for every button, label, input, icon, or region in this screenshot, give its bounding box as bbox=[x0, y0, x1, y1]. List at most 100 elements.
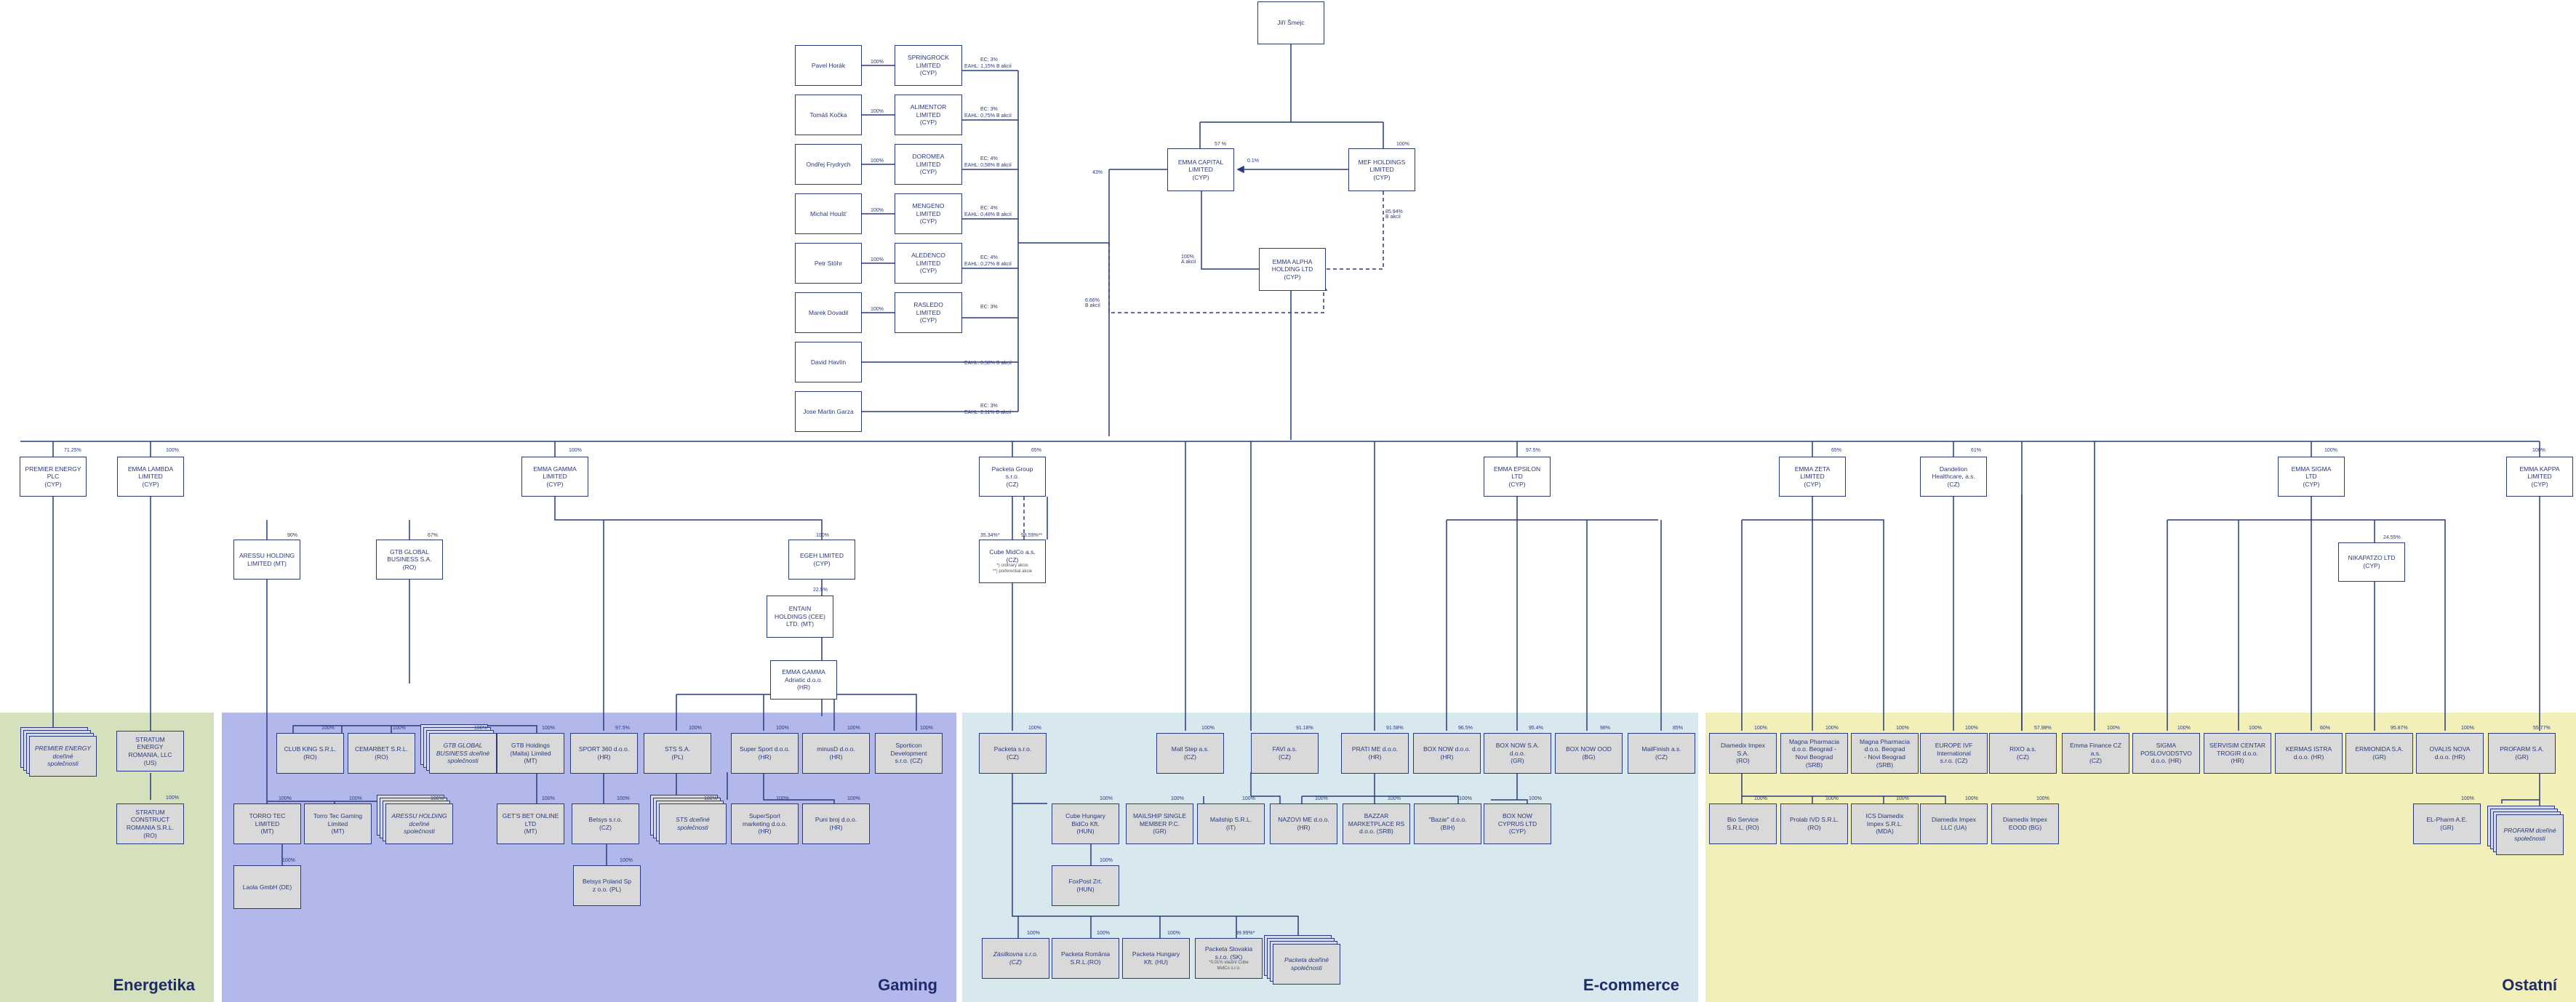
cube-midco-box: Cube MidCo a.s. (CZ) *) ordinary akcie *… bbox=[979, 540, 1046, 583]
egeh-box: EGEH LIMITED (CYP) bbox=[788, 540, 855, 580]
betsys: Betsys s.r.o. (CZ) bbox=[572, 803, 639, 844]
gets-bet: GET'S BET ONLINE LTD (MT) bbox=[497, 803, 564, 844]
nazovi-me: NAZOVI ME d.o.o. (HR) bbox=[1270, 803, 1337, 844]
packeta-cz: Packeta s.r.o. (CZ) bbox=[979, 733, 1047, 774]
emma-kappa-box: EMMA KAPPA LIMITED (CYP) bbox=[2506, 457, 2573, 497]
pct-person-co: 100% bbox=[871, 159, 884, 164]
pct-favi: 91.18% bbox=[1296, 726, 1313, 731]
person-box: Pavel Horák bbox=[795, 45, 862, 86]
pct-ec-share: EC: 3% bbox=[980, 305, 998, 310]
pct-rixo: 57.98% bbox=[2034, 726, 2052, 731]
prati-me: PRATI ME d.o.o. (HR) bbox=[1341, 733, 1409, 774]
pct-person-co: 100% bbox=[871, 208, 884, 213]
holding-company-box: ALIMENTOR LIMITED (CYP) bbox=[895, 95, 962, 135]
person-box: Ondřej Frydrych bbox=[795, 144, 862, 185]
emma-finance: Emma Finance CZ a.s. (CZ) bbox=[2062, 733, 2129, 774]
packeta-romania: Packeta România S.R.L.(RO) bbox=[1052, 938, 1119, 979]
pct-person-co: 100% bbox=[871, 307, 884, 312]
packeta-hungary: Packeta Hungary Kft. (HU) bbox=[1122, 938, 1190, 979]
pct-cube-hu: 100% bbox=[1100, 796, 1113, 801]
holding-company-box: ALEDENCO LIMITED (CYP) bbox=[895, 243, 962, 284]
person-box: David Havlín bbox=[795, 342, 862, 382]
pct-diamedix-ua: 100% bbox=[1965, 796, 1978, 801]
premier-energy-box: PREMIER ENERGY PLC (CYP) bbox=[20, 457, 87, 497]
pct-box-now-hr: 96.5% bbox=[1458, 726, 1473, 731]
pct-person-co: 100% bbox=[871, 109, 884, 114]
ermionida: ERMIONIDA S.A. (GR) bbox=[2345, 733, 2413, 774]
aressu-holding-box: ARESSU HOLDING LIMITED (MT) bbox=[233, 540, 300, 580]
emma-gamma-box: EMMA GAMMA LIMITED (CYP) bbox=[521, 457, 588, 497]
prolab-ivd: Prolab IVD S.R.L. (RO) bbox=[1780, 803, 1848, 844]
pct-mailship-gr: 100% bbox=[1171, 796, 1184, 801]
pct-stratum-ro: 100% bbox=[166, 795, 179, 801]
person-box: Michal Houšť bbox=[795, 193, 862, 234]
pct-super-sport: 100% bbox=[776, 726, 789, 731]
pct-packeta-romania: 100% bbox=[1097, 931, 1110, 936]
minusd: minusD d.o.o. (HR) bbox=[802, 733, 870, 774]
pct-aresu: 90% bbox=[287, 533, 298, 538]
emma-capital-box: EMMA CAPITAL LIMITED (CYP) bbox=[1167, 148, 1234, 191]
laola: Laola GmbH (DE) bbox=[233, 865, 301, 909]
gtb-subs: GTB GLOBAL BUSINESS dceřiné společnosti bbox=[429, 733, 497, 774]
torro-tec-gaming: Torro Tec Gaming Limited (MT) bbox=[304, 803, 372, 844]
pct-packeta: 65% bbox=[1031, 448, 1042, 453]
gtb-holdings-malta: GTB Holdings (Malta) Limited (MT) bbox=[497, 733, 564, 774]
owner-box: Jiří Šmejc bbox=[1257, 1, 1324, 44]
pct-eahl-share: EAHL: 0,58% B akcií bbox=[964, 361, 1012, 366]
supersport-marketing: SuperSport marketing d.o.o. (HR) bbox=[731, 803, 799, 844]
pct-zasilkovna: 100% bbox=[1027, 931, 1040, 936]
cube-hungary: Cube Hungary BidCo Kft. (HUN) bbox=[1052, 803, 1119, 844]
bazzar-rs: BAZZAR MARKETPLACE RS d.o.o. (SRB) bbox=[1343, 803, 1410, 844]
pct-box-now-cy: 100% bbox=[1529, 796, 1542, 801]
pct-sts: 100% bbox=[689, 726, 702, 731]
pct-diamedix-ro: 100% bbox=[1754, 726, 1767, 731]
torro-tec: TORRO TEC LIMITED (MT) bbox=[233, 803, 301, 844]
section-title-ostatni: Ostatní bbox=[2502, 976, 2557, 994]
pct-mailfinish: 85% bbox=[1673, 726, 1684, 731]
sts-subs: STS dceřiné společnosti bbox=[659, 803, 727, 844]
pct-betsys: 100% bbox=[617, 796, 630, 801]
pct-gtb: 67% bbox=[428, 533, 439, 538]
betsys-poland: Betsys Poland Sp z o.o. (PL) bbox=[573, 865, 641, 906]
club-king: CLUB KING S.R.L. (RO) bbox=[276, 733, 344, 774]
mall-step: Mall Step a.s. (CZ) bbox=[1156, 733, 1224, 774]
pct-ec-57: 57 % bbox=[1215, 142, 1226, 147]
pct-eahl-share: EAHL: 0,75% B akcií bbox=[964, 113, 1012, 119]
pct-mailship-it: 100% bbox=[1242, 796, 1255, 801]
pct-profarm: 55.77% bbox=[2533, 726, 2551, 731]
emma-lambda-box: EMMA LAMBDA LIMITED (CYP) bbox=[117, 457, 184, 497]
pct-ec-share: EC: 4% bbox=[980, 206, 998, 211]
emma-zeta-box: EMMA ZETA LIMITED (CYP) bbox=[1779, 457, 1846, 497]
pct-magna-srb-2: 100% bbox=[1896, 726, 1909, 731]
pct-person-co: 100% bbox=[871, 257, 884, 262]
pct-nazovi-me: 100% bbox=[1315, 796, 1328, 801]
premier-energy-subs: PREMIER ENERGY dceřiné společnosti bbox=[29, 736, 97, 777]
cemarbet: CEMARBET S.R.L. (RO) bbox=[348, 733, 415, 774]
magna-srb-2: Magna Pharmacia d.o.o. Beograd - Novi Be… bbox=[1851, 733, 1919, 774]
stratum-construct-ro: STRATUM CONSTRUCT ROMANIA S.R.L. (RO) bbox=[116, 803, 184, 844]
pct-minusd: 100% bbox=[847, 726, 860, 731]
profarm-subs: PROFARM dceřiné společnosti bbox=[2496, 814, 2564, 855]
pct-ics-diamedix: 100% bbox=[1896, 796, 1909, 801]
servisim-centar: SERVISIM CENTAR TROGIR d.o.o. (HR) bbox=[2204, 733, 2271, 774]
pct-dandelion: 61% bbox=[1971, 448, 1982, 453]
diamedix-bg: Diamedix Impex EOOD (BG) bbox=[1991, 803, 2059, 844]
rixo: RIXO a.s. (CZ) bbox=[1989, 733, 2057, 774]
pct-puni-broj: 100% bbox=[847, 796, 860, 801]
pct-servisim-centar: 100% bbox=[2249, 726, 2262, 731]
pct-ec-share: EC: 3% bbox=[980, 57, 998, 63]
pct-eahl-share: EAHL: 1,15% B akcií bbox=[964, 64, 1012, 69]
gtb-global-box: GTB GLOBAL BUSINESS S.A. (RO) bbox=[376, 540, 443, 580]
pct-gamma: 100% bbox=[569, 448, 582, 453]
emma-sigma-box: EMMA SIGMA LTD (CYP) bbox=[2278, 457, 2345, 497]
pct-diamedix-bg: 100% bbox=[2036, 796, 2049, 801]
pct-mef-100: 100% bbox=[1396, 142, 1409, 147]
pct-bio-service: 100% bbox=[1754, 796, 1767, 801]
pct-alpha-b1: 85.94% B akcií bbox=[1385, 209, 1403, 220]
pct-lambda: 100% bbox=[166, 448, 179, 453]
aressu-subs: ARESSU HOLDING dceřiné společnosti bbox=[385, 803, 453, 844]
person-box: Jose Martin Garza bbox=[795, 391, 862, 432]
pct-sporticon: 100% bbox=[920, 726, 933, 731]
europe-ivf: EUROPE IVF International s.r.o. (CZ) bbox=[1920, 733, 1988, 774]
person-box: Petr Stöhr bbox=[795, 243, 862, 284]
